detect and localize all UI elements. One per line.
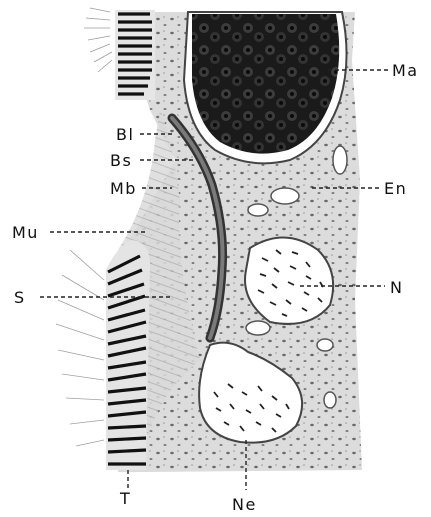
label-s: S [14, 288, 26, 307]
label-en: En [384, 179, 407, 198]
label-mu: Mu [12, 223, 39, 242]
lower-epithelium [56, 240, 150, 470]
label-bl: Bl [116, 125, 134, 144]
label-n: N [390, 278, 403, 297]
label-ne: Ne [232, 495, 257, 514]
label-bs: Bs [110, 151, 132, 170]
upper-epithelium [84, 8, 155, 100]
label-ma: Ma [392, 61, 419, 80]
label-mb: Mb [110, 179, 137, 198]
label-t: T [119, 489, 131, 508]
